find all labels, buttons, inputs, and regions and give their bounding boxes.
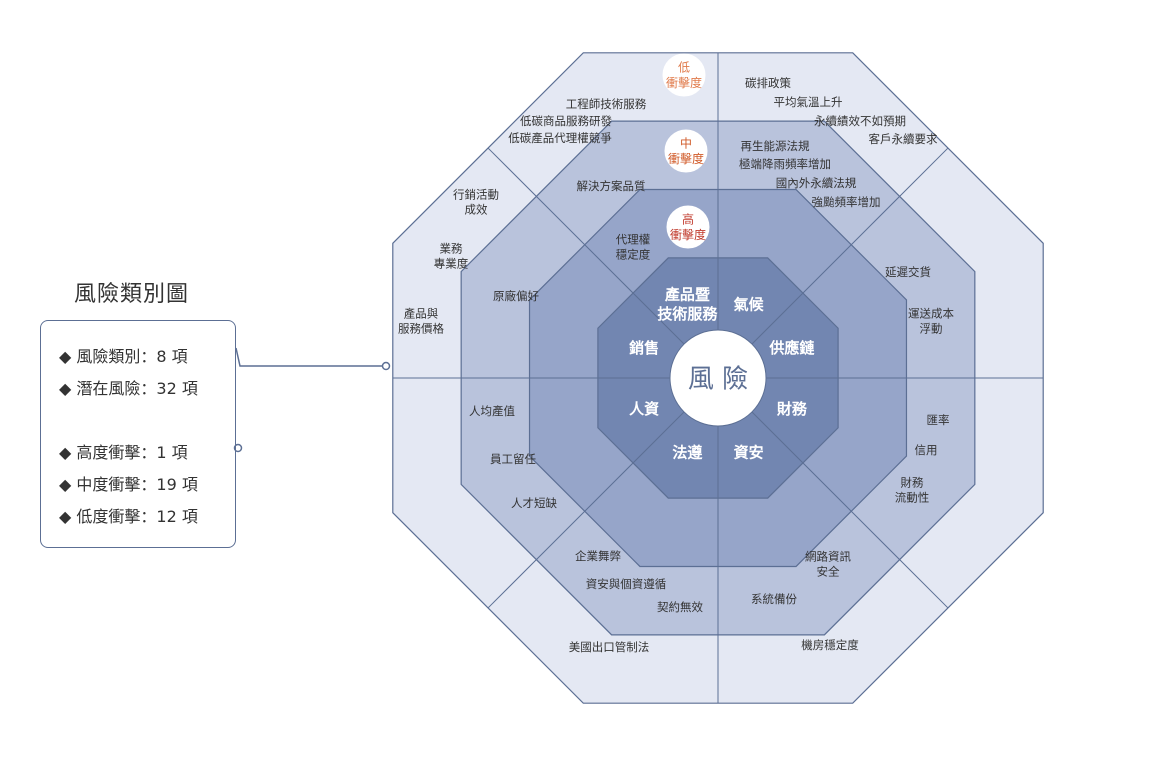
risk-label: 再生能源法規 xyxy=(741,139,810,153)
legend-line-categories: ◆ 風險類別：8 項 xyxy=(59,347,188,366)
connector-dot-diagram xyxy=(381,361,391,371)
risk-label: 員工留任 xyxy=(490,452,536,466)
category-label: 法遵 xyxy=(672,443,703,461)
impact-badge-medium-label: 中衝擊度 xyxy=(668,136,704,167)
risk-label: 運送成本浮動 xyxy=(908,307,954,336)
risk-label: 工程師技術服務 xyxy=(566,97,647,111)
impact-badge-medium xyxy=(664,129,708,173)
legend-line-low: ◆ 低度衝擊：12 項 xyxy=(59,507,198,526)
category-label: 財務 xyxy=(776,400,808,418)
risk-labels: 代理權穩定度 解決方案品質 工程師技術服務低碳商品服務研發低碳產品代理權競爭再生能源… xyxy=(398,76,954,654)
risk-label: 國內外永續法規 xyxy=(776,176,857,190)
legend-box: ◆ 風險類別：8 項 ◆ 潛在風險：32 項 ◆ 高度衝擊：1 項 ◆ 中度衝擊… xyxy=(40,320,236,548)
risk-label: 人才短缺 xyxy=(511,496,557,510)
risk-label: 契約無效 xyxy=(657,600,703,614)
risk-label: 財務流動性 xyxy=(895,476,930,505)
risk-label: 平均氣溫上升 xyxy=(774,95,843,109)
risk-label: 低碳產品代理權競爭 xyxy=(508,131,612,145)
risk-label: 代理權穩定度 xyxy=(616,233,651,262)
risk-label: 人均產值 xyxy=(469,404,515,418)
risk-label: 信用 xyxy=(915,443,938,457)
risk-label: 延遲交貨 xyxy=(885,265,931,279)
center-label: 風 險 xyxy=(688,364,748,394)
risk-label: 低碳商品服務研發 xyxy=(520,114,612,128)
category-label: 銷售 xyxy=(629,339,659,357)
category-label: 供應鏈 xyxy=(768,339,815,357)
risk-label: 匯率 xyxy=(927,413,950,427)
impact-badge-low xyxy=(662,53,706,97)
legend-line-medium: ◆ 中度衝擊：19 項 xyxy=(59,475,198,494)
risk-label: 強颱頻率增加 xyxy=(812,195,881,209)
legend-line-high: ◆ 高度衝擊：1 項 xyxy=(59,443,188,462)
risk-label: 機房穩定度 xyxy=(801,638,859,652)
legend-title: 風險類別圖 xyxy=(74,282,190,307)
legend-connector xyxy=(233,347,391,453)
center-circle: 風 險 xyxy=(669,329,767,427)
risk-label: 行銷活動成效 xyxy=(453,188,499,217)
risk-label: 美國出口管制法 xyxy=(569,640,650,654)
legend-line-potential: ◆ 潛在風險：32 項 xyxy=(59,379,198,398)
impact-badge-high-label: 高衝擊度 xyxy=(670,212,706,243)
category-label: 氣候 xyxy=(734,295,765,313)
category-label: 產品暨技術服務 xyxy=(657,286,718,324)
risk-label: 資安與個資遵循 xyxy=(586,577,667,591)
center-circle-shape xyxy=(669,329,767,427)
risk-label: 網路資訊安全 xyxy=(805,550,851,579)
risk-label: 系統備份 xyxy=(751,592,797,606)
category-label: 資安 xyxy=(734,443,764,461)
risk-label: 解決方案品質 xyxy=(577,179,646,193)
impact-badge-low-label: 低衝擊度 xyxy=(666,61,702,91)
risk-label: 原廠偏好 xyxy=(493,289,539,303)
risk-label: 業務專業度 xyxy=(434,242,469,271)
risk-label: 企業舞弊 xyxy=(575,549,621,563)
risk-label: 產品與服務價格 xyxy=(398,307,444,336)
risk-label: 碳排政策 xyxy=(745,76,791,90)
impact-badge-high xyxy=(666,205,710,249)
risk-label: 永續績效不如預期 xyxy=(814,114,906,128)
connector-line xyxy=(235,347,386,367)
risk-label: 客戶永續要求 xyxy=(869,132,938,146)
risk-label: 極端降雨頻率增加 xyxy=(739,157,831,171)
connector-dot-legend xyxy=(233,443,243,453)
category-label: 人資 xyxy=(629,400,659,418)
